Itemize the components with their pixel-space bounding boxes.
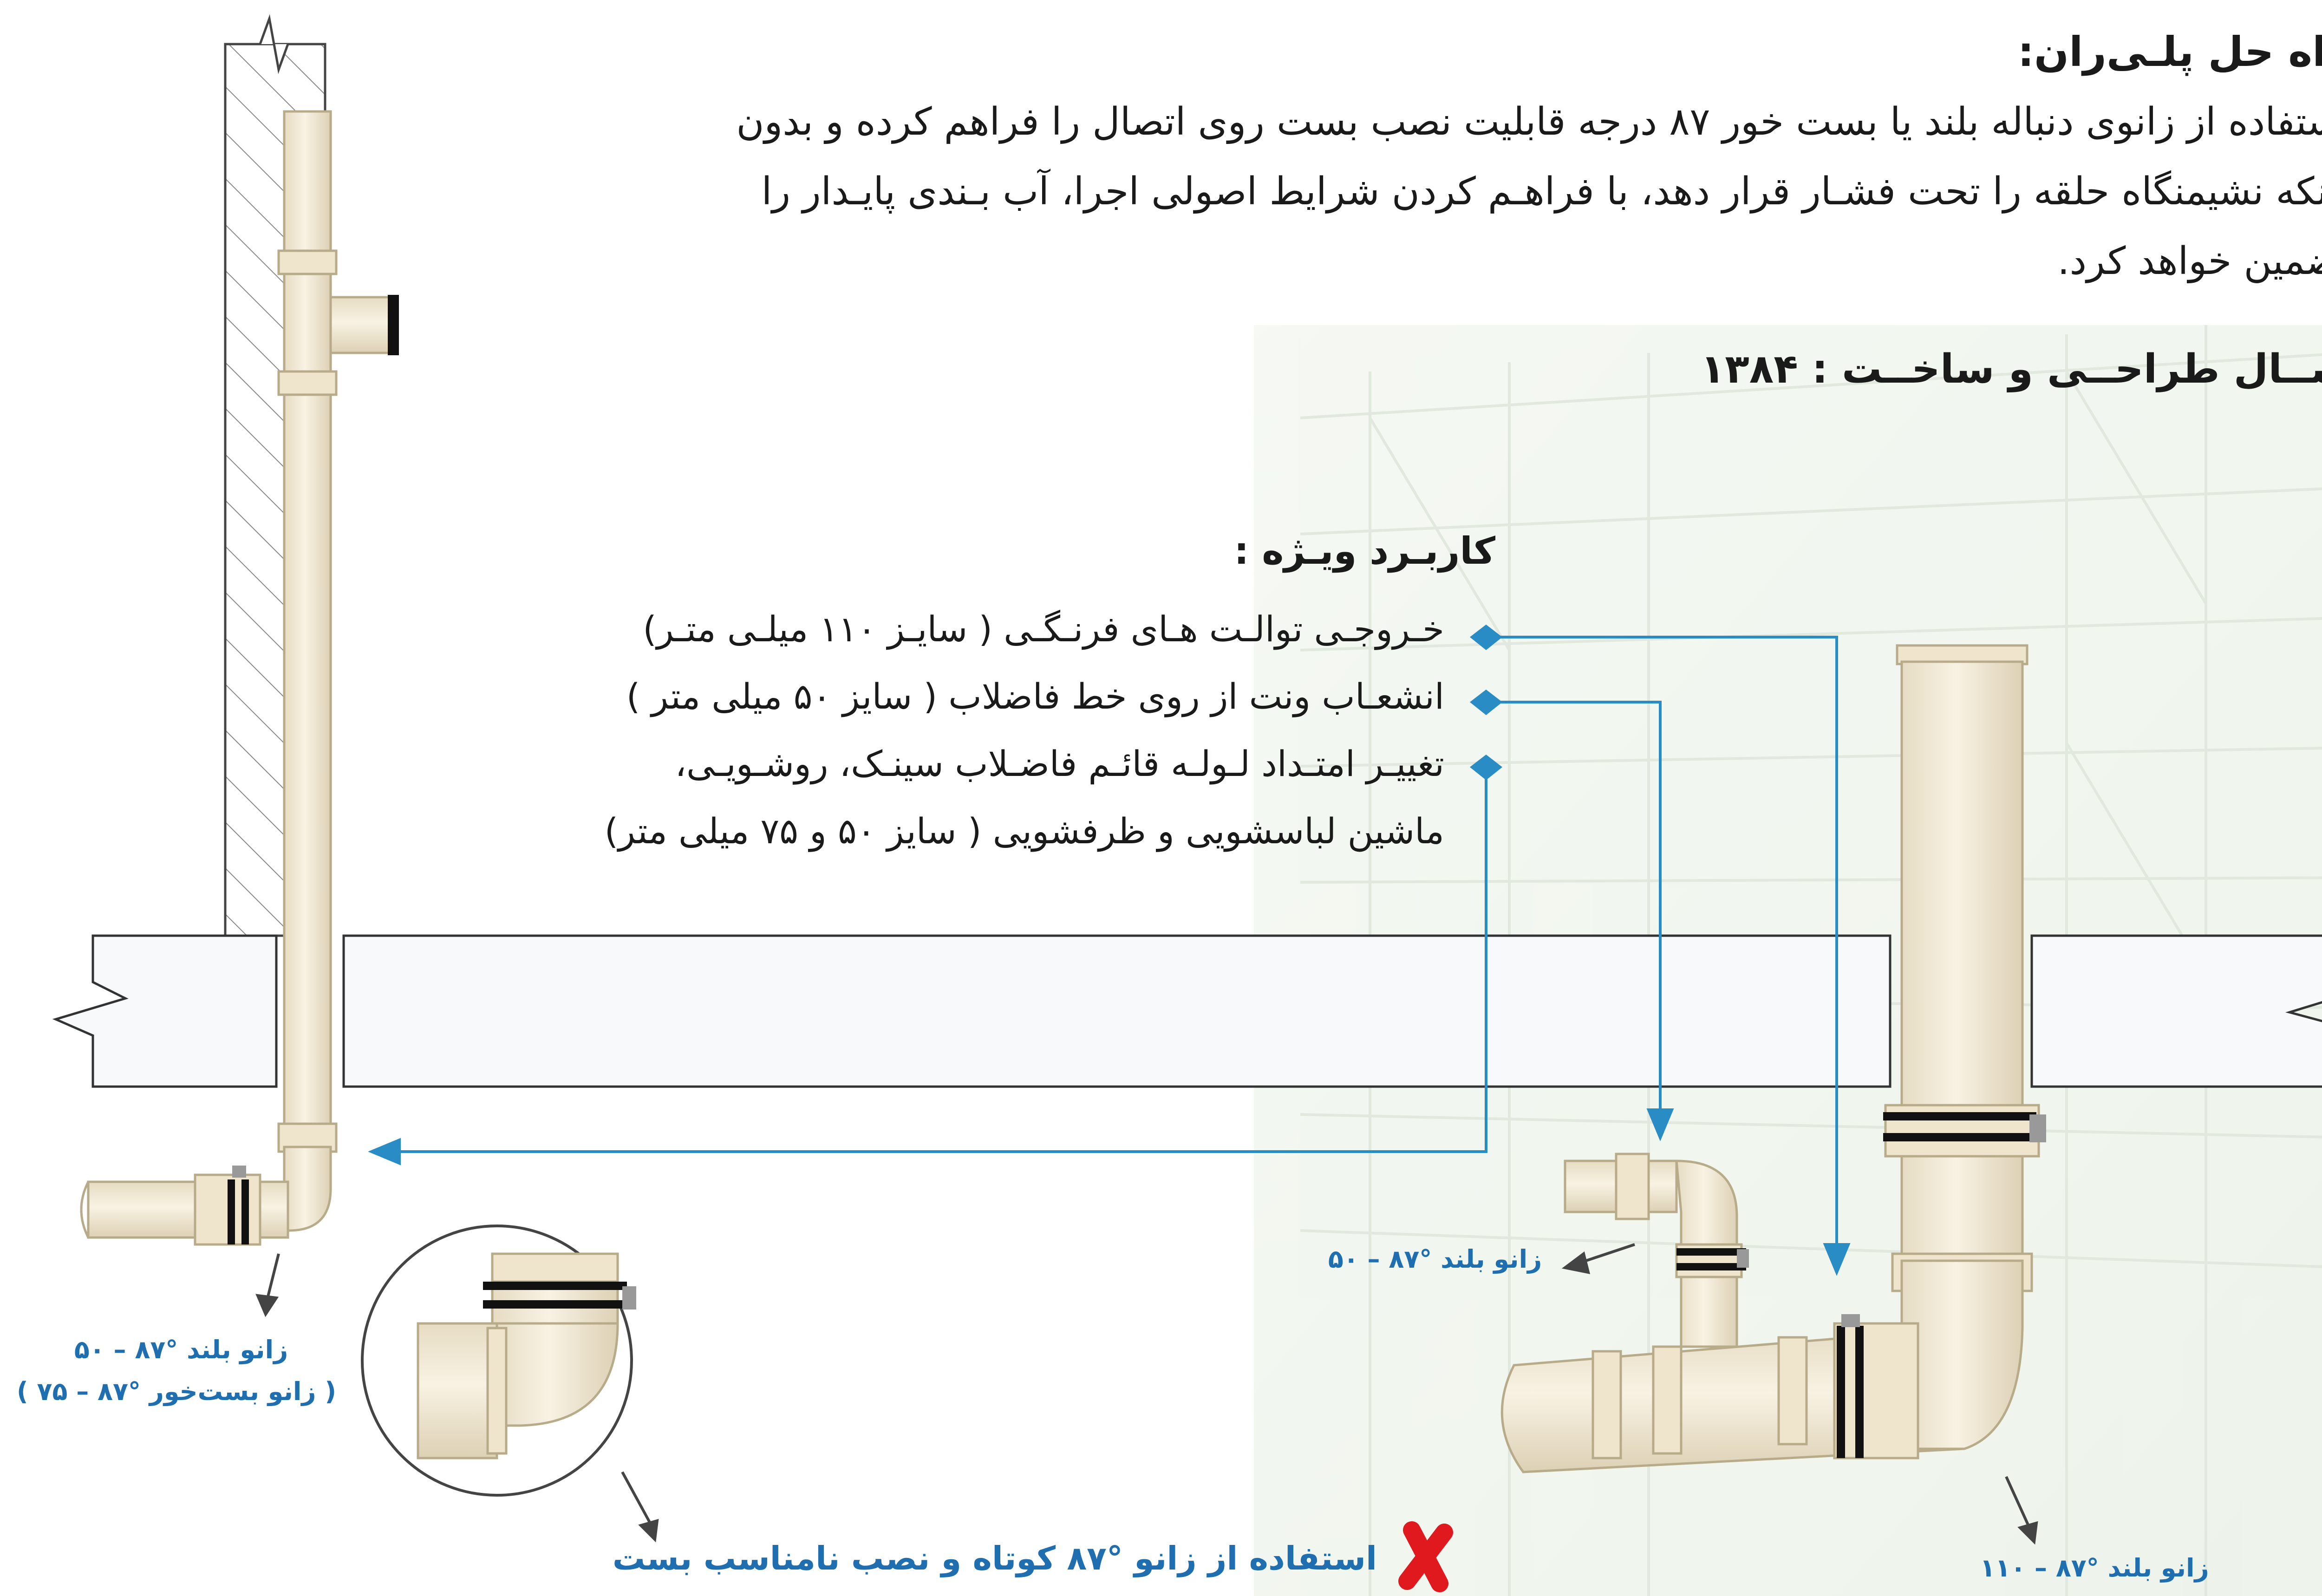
usage-item-3-continued: ماشین لباسشویی و ظرفشویی ( سایز ۵۰ و ۷۵ …: [604, 810, 1444, 852]
design-year-line: ســال طراحــی و ساخــت : ۱۳۸۴: [1700, 346, 2322, 392]
left-stack-pipe: [80, 110, 399, 1246]
usage-item-2: انشعـاب ونت از روی خط فاضلاب ( سایز ۵۰ م…: [626, 676, 1444, 717]
diamond-icon: [1470, 625, 1502, 780]
solution-paragraph-line-3: تضمین خواهد کرد.: [2057, 239, 2322, 283]
right-stack-pipe: [1500, 644, 2046, 1473]
usage-title: کاربـرد ویـژه :: [1234, 529, 1495, 573]
solution-paragraph-line-2: اینکه نشیمنگاه حلقه را تحت فشـار قرار ده…: [761, 169, 2322, 214]
red-x-icon: [1398, 1521, 1453, 1592]
solution-title: راه حل پلـی‌ران:: [2017, 28, 2322, 76]
mid-elbow-pipe: [1564, 1153, 1749, 1348]
left-elbow-sublabel: ( زانو بست‌خور °۸۷ – ۷۵ ): [17, 1377, 336, 1406]
left-elbow-label: زانو بلند °۸۷ – ۵۰: [74, 1335, 288, 1364]
floor-slab: [52, 934, 2322, 1088]
usage-item-1: خـروجـی توالـت هـای فرنـگـی ( سایـز ۱۱۰ …: [643, 608, 1444, 650]
wrong-detail-circle: [361, 1225, 636, 1497]
solution-paragraph-line-1: استفاده از زانوی دنباله بلند یا بست خور …: [736, 100, 2322, 144]
leader-lines: [368, 636, 1851, 1276]
usage-item-3: تغییـر امتـداد لـولـه قائـم فاضـلاب سینـ…: [675, 743, 1445, 784]
pointer-arrows: [255, 1243, 2038, 1545]
wrong-usage-caption: استفاده از زانو °۸۷ کوتاه و نصب نامناسب …: [612, 1539, 1377, 1577]
mid-elbow-label: زانو بلند °۸۷ – ۵۰: [1328, 1244, 1542, 1274]
right-elbow-label: زانو بلند °۸۷ – ۱۱۰: [1980, 1553, 2209, 1583]
